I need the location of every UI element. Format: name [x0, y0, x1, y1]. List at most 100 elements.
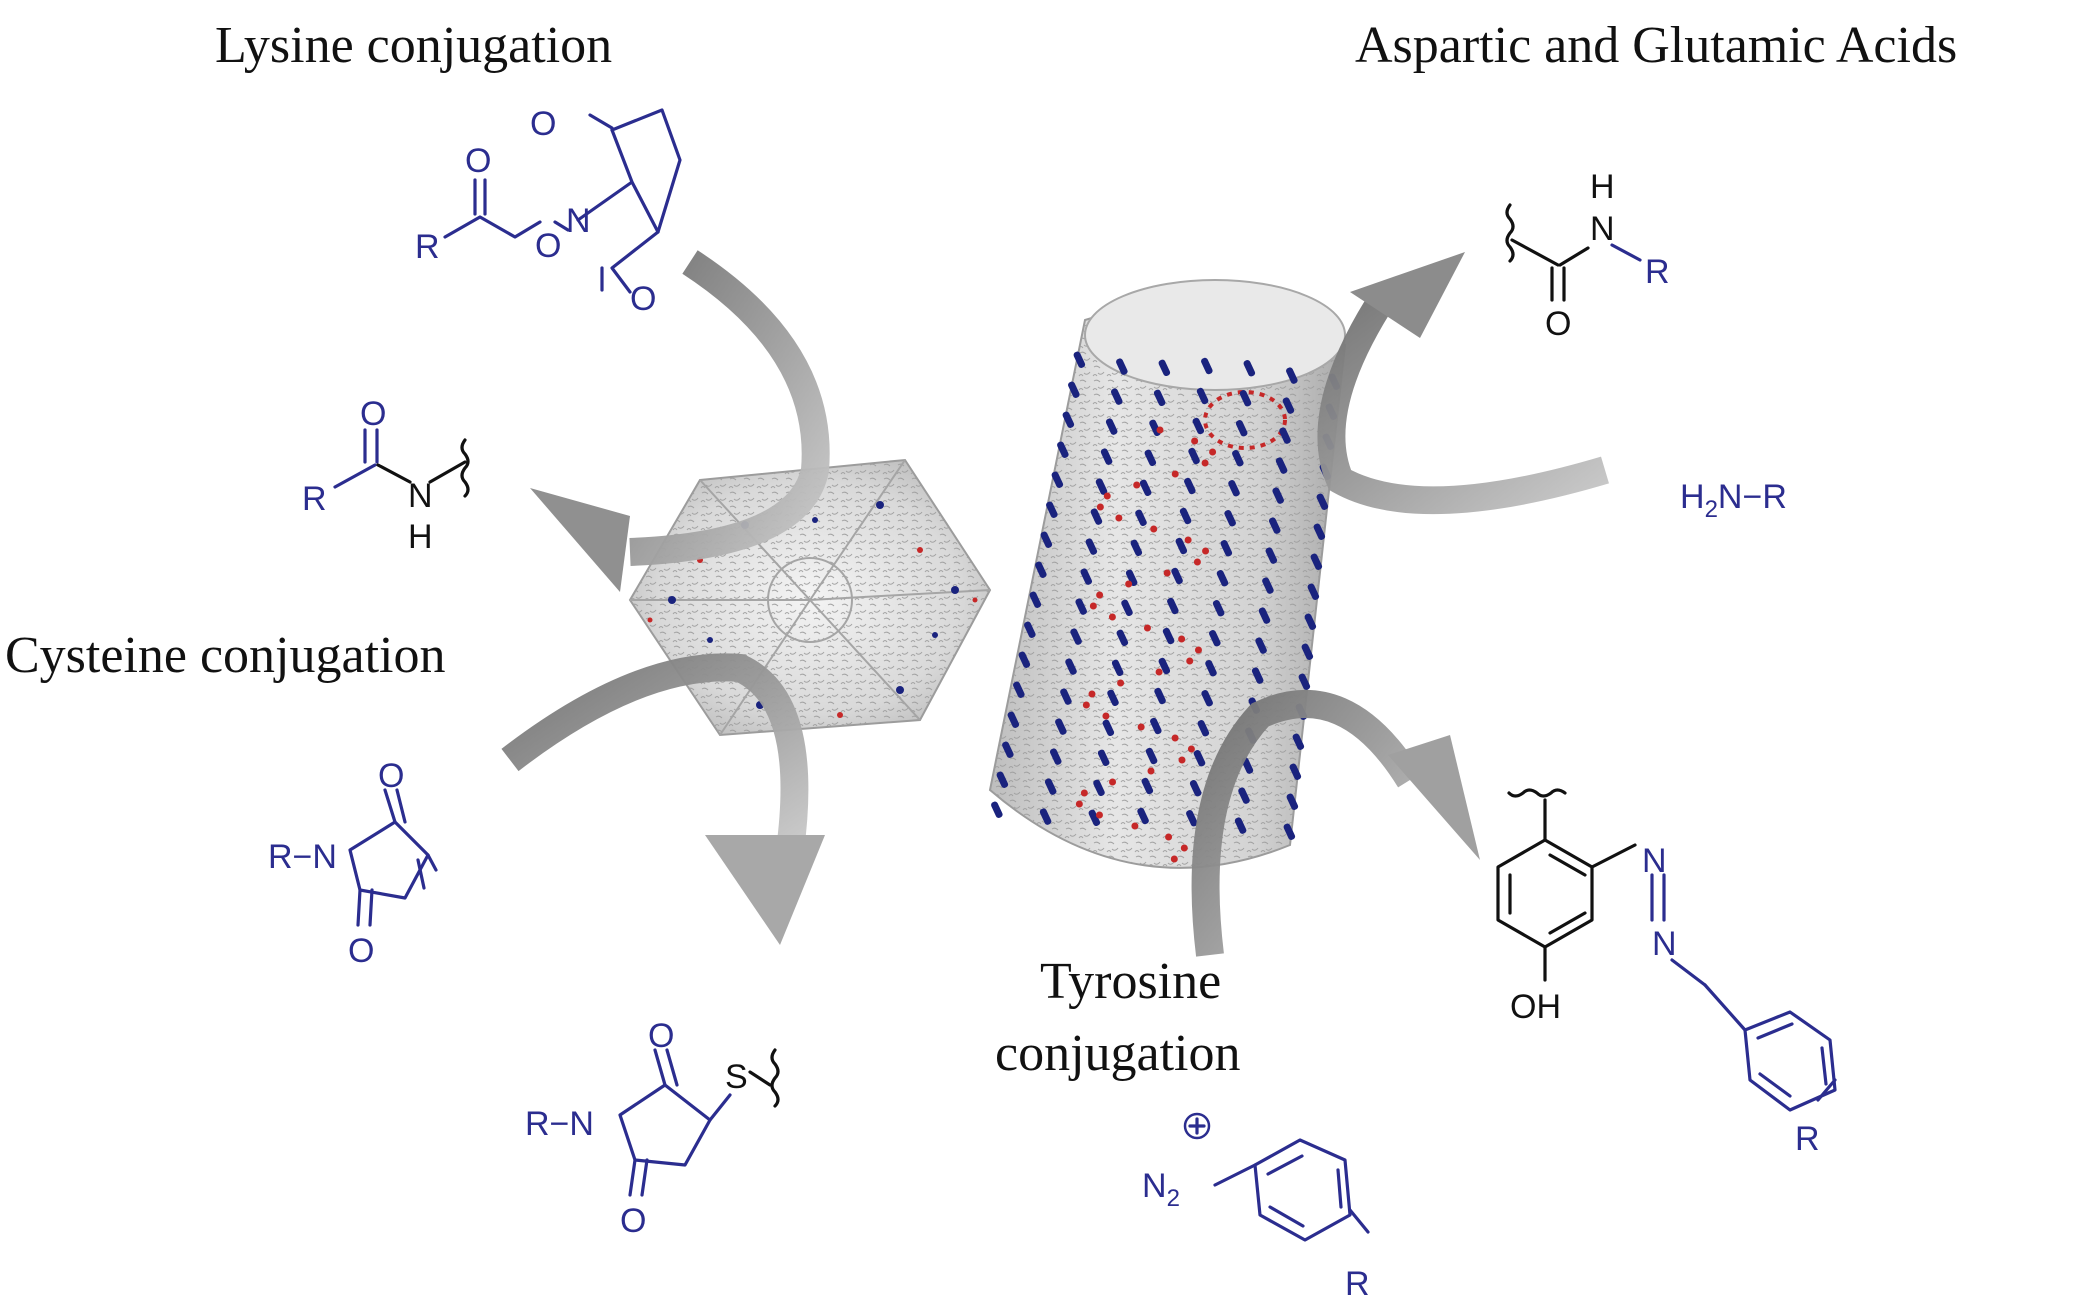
lysine-marker [1212, 600, 1225, 617]
lysine-marker [1255, 637, 1267, 654]
lysine-marker [1029, 591, 1042, 608]
atom-O: O [360, 395, 386, 433]
acid-marker [1109, 778, 1117, 786]
acid-marker [1191, 437, 1199, 445]
acid-marker [1096, 503, 1104, 511]
acid-marker [1089, 602, 1097, 610]
lysine-marker [1209, 630, 1221, 647]
acid-marker [1171, 734, 1179, 742]
atom-O: O [465, 142, 491, 180]
lysine-marker [1049, 748, 1062, 765]
arrow-acids [1317, 252, 1609, 515]
acid-marker [1102, 712, 1110, 720]
lysine-marker [1201, 690, 1213, 707]
lysine-marker [1057, 441, 1069, 458]
atom-O: O [630, 280, 656, 318]
acids-heading: Aspartic and Glutamic Acids [1355, 17, 1957, 74]
capsid-lysine-markers [668, 501, 959, 709]
atom-O: O [530, 105, 556, 143]
lysine-marker [1167, 597, 1179, 615]
atom-N: N [566, 202, 591, 240]
lysine-marker [1073, 351, 1086, 368]
atom-O: O [1545, 305, 1571, 343]
atom-O: O [348, 932, 374, 970]
lysine-marker [1186, 810, 1198, 827]
arrow-lysine [530, 250, 830, 592]
lysine-marker [1193, 750, 1206, 767]
lysine-marker [1153, 389, 1166, 407]
lysine-marker [1251, 667, 1264, 684]
acid-marker [1096, 591, 1104, 599]
acid-marker [1137, 723, 1145, 731]
lysine-marker [1316, 493, 1329, 510]
acid-marker [1147, 767, 1155, 775]
lysine-marker [1171, 567, 1183, 585]
lysine-marker [1192, 417, 1205, 435]
lysine-marker [1102, 719, 1115, 737]
amine-formula: H2N−R [1680, 478, 1787, 523]
lysine-marker [1232, 450, 1244, 467]
lysine-marker [1239, 390, 1252, 407]
tyrosine-heading-line2: conjugation [995, 1025, 1241, 1082]
lysine-marker [1234, 817, 1247, 834]
lysine-marker [1258, 607, 1271, 624]
acid-marker [1108, 613, 1116, 621]
acid-marker [1131, 822, 1139, 830]
lysine-marker [1065, 658, 1077, 675]
lysine-marker [1201, 357, 1213, 375]
lysine-marker [1228, 480, 1240, 497]
lysine-marker [1044, 778, 1057, 795]
atom-R: R [415, 228, 440, 266]
acid-marker [1186, 657, 1194, 665]
lysine-marker [1024, 621, 1036, 638]
acid-marker [1075, 800, 1083, 808]
diazonium-reagent: N2 R [1142, 1112, 1370, 1303]
lysine-marker [1116, 629, 1129, 647]
lysine-marker [1121, 599, 1133, 617]
lysine-marker [1279, 427, 1291, 444]
lysine-marker [1154, 687, 1166, 705]
lysine-heading: Lysine conjugation [215, 17, 612, 74]
atom-H: H [1590, 168, 1615, 206]
lysine-marker [1262, 577, 1274, 594]
lysine-marker [1093, 779, 1105, 797]
acid-marker [1080, 789, 1088, 797]
lysine-marker [1097, 749, 1110, 767]
arrow-tyrosine [1191, 689, 1480, 957]
lysine-marker [1188, 447, 1200, 465]
acid-marker [1082, 701, 1090, 709]
lysine-marker [1304, 613, 1317, 630]
lysine-marker [1310, 553, 1323, 570]
lysine-marker [1013, 681, 1025, 698]
atom-O: O [620, 1202, 646, 1240]
cysteine-heading: Cysteine conjugation [5, 627, 445, 684]
acid-marker [1202, 547, 1210, 555]
acid-marker [1163, 569, 1171, 577]
lysine-marker [1090, 508, 1103, 525]
lysine-marker [1137, 807, 1149, 825]
lysine-marker [1075, 598, 1087, 615]
lysine-marker [1055, 718, 1067, 735]
acid-marker [1178, 756, 1186, 764]
atom-R: R [1645, 253, 1670, 291]
lysine-marker [1080, 568, 1093, 585]
lysine-marker [1189, 780, 1202, 797]
lysine-marker [1238, 787, 1250, 804]
lysine-marker [1313, 523, 1326, 540]
lysine-marker [1116, 358, 1128, 375]
atom-R-N: R−N [525, 1105, 594, 1143]
acid-marker [1180, 844, 1188, 852]
succinimide-thioether: O S R−N O [525, 1017, 780, 1240]
lysine-marker [1039, 808, 1052, 825]
lysine-marker [1224, 510, 1236, 527]
atom-R: R [1795, 1120, 1820, 1158]
lysine-marker [1135, 509, 1147, 527]
acid-amide-product: H N R O [1505, 168, 1670, 343]
lysine-amide-product: O R N H [302, 395, 470, 556]
acid-marker [1115, 514, 1123, 522]
lysine-marker [1268, 517, 1281, 534]
lysine-marker [1095, 478, 1108, 495]
atom-O: O [378, 757, 404, 795]
lysine-marker [1301, 643, 1314, 660]
acid-marker [1088, 690, 1096, 698]
